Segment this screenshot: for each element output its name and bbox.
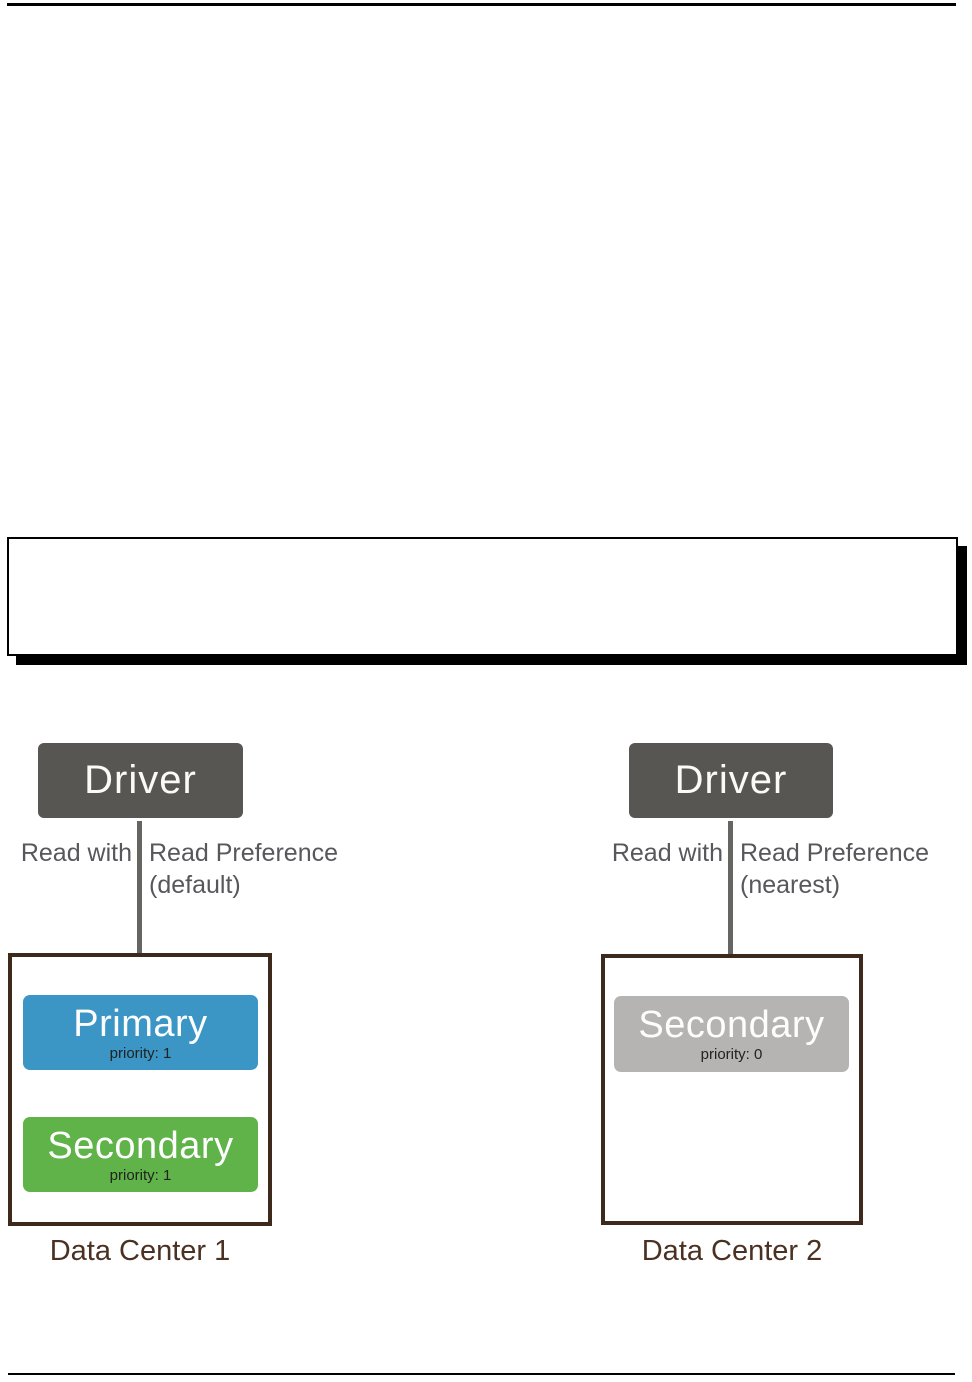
read-with-label-right: Read with: [611, 839, 723, 867]
read-preference-line2: (nearest): [740, 871, 841, 899]
secondary-node-priority: priority: 1: [109, 1166, 172, 1184]
secondary-node-priority: priority: 0: [700, 1046, 763, 1063]
driver-box-left: Driver: [38, 743, 243, 818]
top-divider: [7, 3, 956, 6]
data-center-1-box: Primary priority: 1 Secondary priority: …: [8, 953, 272, 1226]
primary-node-label: Primary: [73, 1002, 208, 1045]
driver-box-right: Driver: [629, 743, 833, 818]
primary-node-priority: priority: 1: [109, 1044, 172, 1062]
driver-label: Driver: [84, 758, 197, 802]
read-with-label-left: Read with: [20, 839, 132, 867]
read-preference-label-left: Read Preference (default): [149, 837, 338, 901]
down-arrow-stem-left: [137, 821, 142, 970]
read-preference-line1: Read Preference: [740, 839, 930, 867]
secondary-node-label: Secondary: [638, 1004, 825, 1046]
read-preference-line1: Read Preference: [149, 839, 339, 867]
read-preference-label-right: Read Preference (nearest): [740, 837, 929, 901]
driver-label: Driver: [674, 758, 788, 802]
data-center-2-box: Secondary priority: 0: [601, 954, 863, 1225]
primary-node: Primary priority: 1: [23, 995, 258, 1070]
bottom-divider: [8, 1373, 955, 1375]
secondary-node-label: Secondary: [47, 1124, 234, 1167]
secondary-node-dc1: Secondary priority: 1: [23, 1117, 258, 1192]
read-preference-line2: (default): [149, 871, 241, 899]
down-arrow-stem-right: [728, 821, 733, 972]
data-center-1-caption: Data Center 1: [49, 1235, 231, 1267]
note-box: [7, 537, 958, 656]
data-center-2-caption: Data Center 2: [641, 1235, 823, 1267]
secondary-node-dc2: Secondary priority: 0: [614, 996, 849, 1072]
